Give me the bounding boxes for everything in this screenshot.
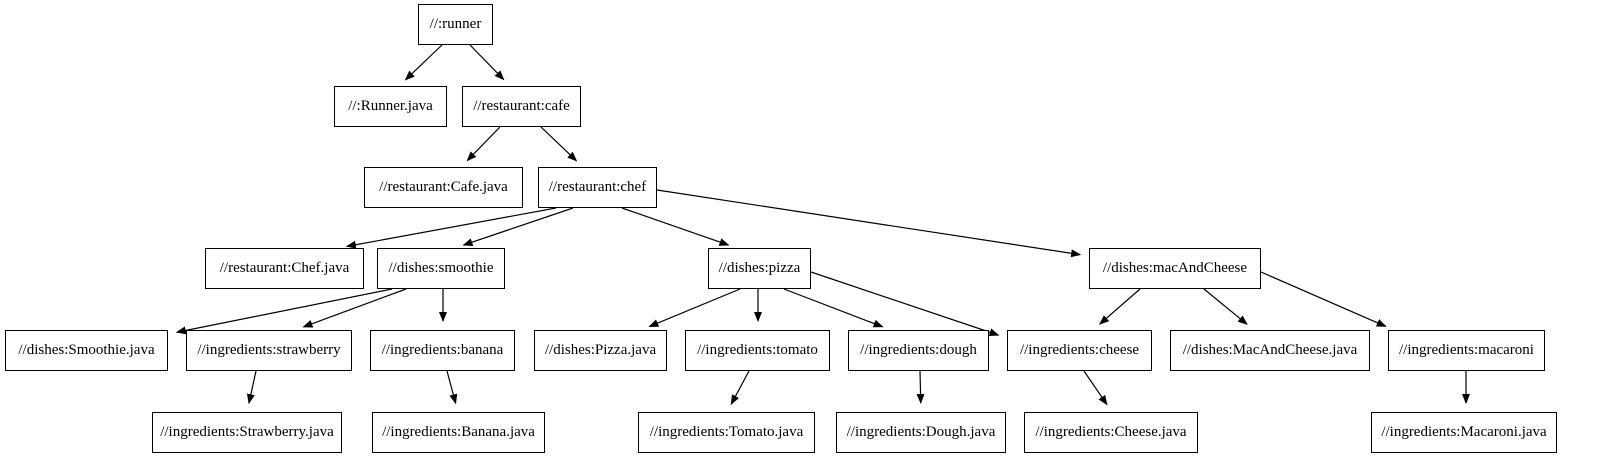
graph-edge-dishes_macandchs-to-macandcheese_java (1203, 288, 1248, 325)
graph-node-label: //restaurant:cafe (473, 98, 570, 114)
graph-edge-restaurant_cafe-to-restaurant_chef (540, 126, 578, 162)
graph-node-label: //ingredients:Dough.java (846, 424, 996, 440)
graph-node-label: //ingredients:macaroni (1399, 342, 1534, 358)
graph-node-label: //dishes:macAndCheese (1102, 260, 1248, 276)
graph-node-dishes_smoothie[interactable]: //dishes:smoothie (377, 248, 505, 289)
graph-node-ing_strawberry[interactable]: //ingredients:strawberry (186, 330, 352, 371)
graph-node-label: //ingredients:banana (381, 342, 504, 358)
graph-edge-dishes_pizza-to-pizza_java (648, 288, 741, 328)
graph-node-label: //ingredients:Tomato.java (649, 424, 804, 440)
graph-edge-dishes_smoothie-to-smoothie_java (175, 288, 393, 335)
graph-node-label: //ingredients:Banana.java (382, 424, 535, 440)
graph-node-label: //ingredients:dough (860, 342, 977, 358)
graph-edge-ing_dough-to-dough_java (916, 370, 925, 405)
graph-node-ing_macaroni[interactable]: //ingredients:macaroni (1388, 330, 1545, 371)
graph-node-label: //restaurant:Chef.java (219, 260, 350, 276)
graph-node-ing_cheese[interactable]: //ingredients:cheese (1007, 330, 1152, 371)
graph-node-label: //ingredients:Strawberry.java (160, 424, 334, 440)
graph-edge-restaurant_chef-to-chef_java (345, 207, 557, 249)
graph-node-label: //ingredients:Cheese.java (1035, 424, 1187, 440)
graph-node-chef_java[interactable]: //restaurant:Chef.java (205, 248, 364, 289)
graph-node-label: //restaurant:Cafe.java (379, 179, 508, 195)
graph-node-label: //:Runner.java (348, 98, 433, 114)
graph-node-label: //dishes:MacAndCheese.java (1182, 342, 1358, 358)
graph-node-label: //restaurant:chef (548, 179, 647, 195)
graph-node-label: //dishes:pizza (718, 260, 801, 276)
graph-edge-dishes_macandchs-to-ing_cheese (1099, 288, 1141, 325)
graph-edge-ing_cheese-to-cheese_java (1083, 370, 1108, 406)
graph-node-runner_java[interactable]: //:Runner.java (334, 86, 447, 127)
graph-node-restaurant_chef[interactable]: //restaurant:chef (538, 167, 657, 208)
graph-node-label: //dishes:Pizza.java (544, 342, 657, 358)
graph-node-tomato_java[interactable]: //ingredients:Tomato.java (638, 412, 815, 453)
graph-node-macandcheese_java[interactable]: //dishes:MacAndCheese.java (1170, 330, 1370, 371)
graph-node-dishes_macandchs[interactable]: //dishes:macAndCheese (1089, 248, 1261, 289)
graph-node-ing_tomato[interactable]: //ingredients:tomato (685, 330, 830, 371)
graph-node-ing_dough[interactable]: //ingredients:dough (848, 330, 989, 371)
graph-node-label: //dishes:smoothie (388, 260, 494, 276)
graph-node-label: //ingredients:strawberry (197, 342, 341, 358)
graph-node-strawberry_java[interactable]: //ingredients:Strawberry.java (152, 412, 342, 453)
graph-edge-restaurant_chef-to-dishes_macandchs (656, 189, 1082, 258)
graph-edge-ing_tomato-to-tomato_java (730, 370, 750, 405)
graph-edge-dishes_pizza-to-ing_cheese (810, 271, 1000, 337)
graph-edge-restaurant_cafe-to-cafe_java (466, 126, 501, 162)
graph-edge-restaurant_chef-to-dishes_pizza (621, 207, 730, 246)
graph-node-runner[interactable]: //:runner (418, 4, 493, 45)
graph-edge-runner-to-restaurant_cafe (469, 44, 505, 81)
graph-edge-runner-to-runner_java (404, 44, 443, 81)
graph-node-pizza_java[interactable]: //dishes:Pizza.java (534, 330, 667, 371)
graph-node-dough_java[interactable]: //ingredients:Dough.java (836, 412, 1006, 453)
graph-node-cheese_java[interactable]: //ingredients:Cheese.java (1024, 412, 1198, 453)
graph-edge-dishes_macandchs-to-ing_macaroni (1260, 271, 1387, 327)
graph-edge-dishes_smoothie-to-ing_strawberry (302, 288, 407, 328)
graph-edge-ing_strawberry-to-strawberry_java (246, 370, 257, 405)
graph-node-label: //dishes:Smoothie.java (18, 342, 155, 358)
graph-node-banana_java[interactable]: //ingredients:Banana.java (372, 412, 545, 453)
graph-node-ing_banana[interactable]: //ingredients:banana (370, 330, 515, 371)
graph-node-restaurant_cafe[interactable]: //restaurant:cafe (462, 86, 581, 127)
graph-edge-ing_banana-to-banana_java (446, 370, 458, 405)
graph-edge-restaurant_chef-to-dishes_smoothie (462, 207, 574, 247)
graph-node-label: //ingredients:cheese (1019, 342, 1140, 358)
graph-node-dishes_pizza[interactable]: //dishes:pizza (708, 248, 811, 289)
graph-node-smoothie_java[interactable]: //dishes:Smoothie.java (5, 330, 168, 371)
graph-node-label: //ingredients:Macaroni.java (1381, 424, 1547, 440)
graph-node-macaroni_java[interactable]: //ingredients:Macaroni.java (1371, 412, 1557, 453)
graph-node-label: //ingredients:tomato (697, 342, 818, 358)
graph-node-cafe_java[interactable]: //restaurant:Cafe.java (364, 167, 523, 208)
graph-node-label: //:runner (429, 16, 482, 32)
graph-edge-dishes_pizza-to-ing_dough (783, 288, 884, 328)
